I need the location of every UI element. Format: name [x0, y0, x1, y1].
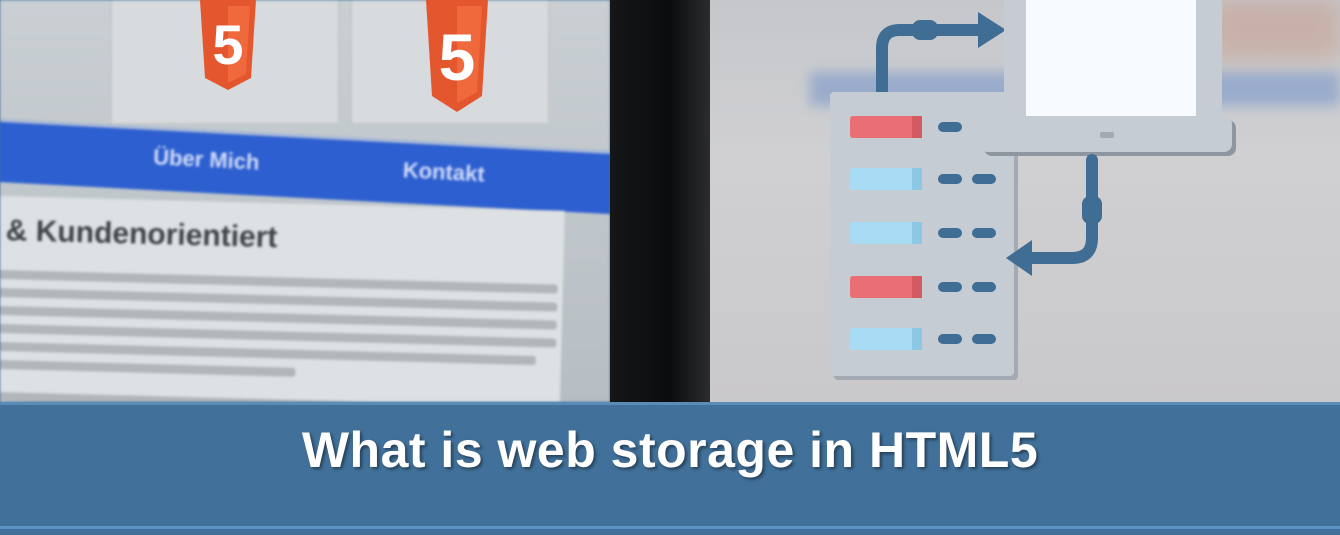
photo-nav-item: Über Mich [152, 144, 261, 175]
photo-text-line [0, 391, 555, 402]
web-storage-illustration [830, 0, 1236, 380]
title-banner: What is web storage in HTML5 [0, 402, 1340, 535]
background-blur [1210, 0, 1340, 60]
html5-logo-glyph: 5 [439, 20, 476, 94]
banner-accent-line [0, 526, 1340, 529]
arrow-right-icon [876, 24, 986, 102]
website-monitor-photo: Über Mich Kontakt ert & Kundenorientiert [0, 0, 610, 402]
photo-nav-item: Kontakt [402, 157, 486, 187]
arrow-left-icon [1022, 154, 1098, 264]
photo-text-line [0, 359, 296, 377]
hero-image: Über Mich Kontakt ert & Kundenorientiert… [0, 0, 1340, 402]
page-title: What is web storage in HTML5 [301, 422, 1039, 479]
html5-logo-glyph: 5 [212, 13, 243, 76]
photo-page-content: ert & Kundenorientiert [0, 196, 565, 402]
storage-server-icon [830, 92, 1018, 380]
photo-heading: ert & Kundenorientiert [0, 213, 278, 255]
html5-logo-icon: 5 [426, 0, 488, 112]
html5-logo-icon: 5 [200, 0, 256, 90]
monitor-icon [980, 0, 1236, 156]
monitor-bezel [610, 0, 710, 402]
